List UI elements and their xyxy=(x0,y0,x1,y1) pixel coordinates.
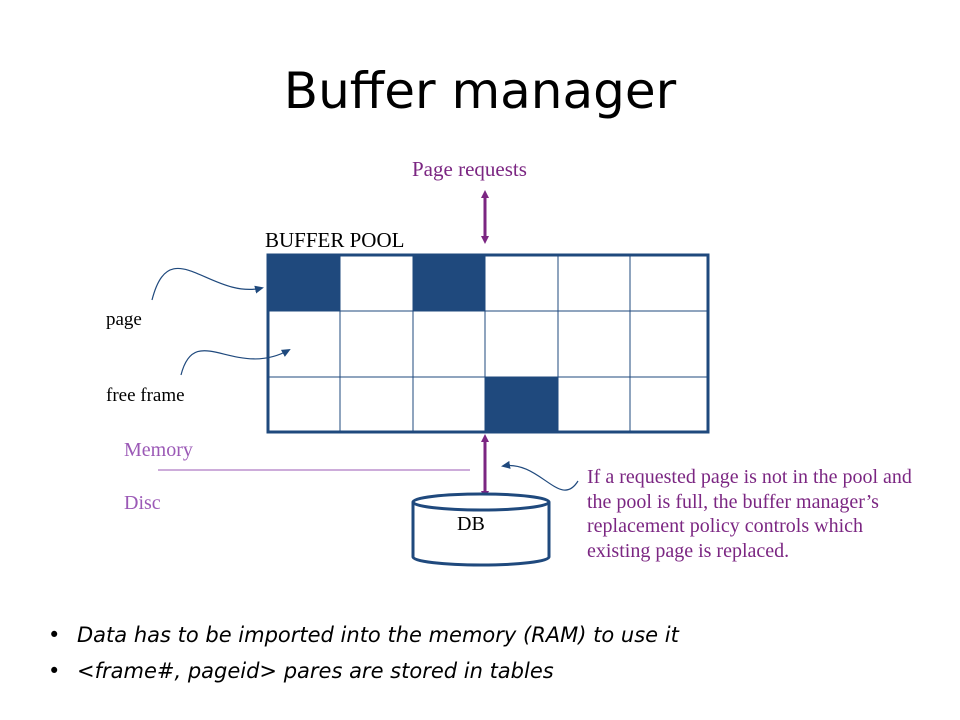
buffer-frame-free xyxy=(412,310,486,378)
buffer-pool-label: BUFFER POOL xyxy=(265,228,405,252)
buffer-frame-page xyxy=(484,376,559,433)
buffer-frame-free xyxy=(339,310,414,378)
buffer-frame-page xyxy=(267,254,341,312)
buffer-frame-free xyxy=(629,254,709,312)
bullet-dot: • xyxy=(48,659,61,683)
page-pointer-arrow xyxy=(151,267,264,301)
buffer-frame-free xyxy=(557,254,631,312)
note-pointer-arrow xyxy=(501,460,579,491)
buffer-frame-free xyxy=(484,310,559,378)
buffer-frame-free xyxy=(557,310,631,378)
free-frame-label: free frame xyxy=(106,385,185,406)
buffer-frame-free xyxy=(267,376,341,433)
disc-label: Disc xyxy=(124,492,161,514)
bullet-text: Data has to be imported into the memory … xyxy=(77,623,679,647)
buffer-pool-grid xyxy=(266,253,710,434)
page-label: page xyxy=(106,309,142,330)
page-requests-label: Page requests xyxy=(412,157,527,181)
buffer-frame-free xyxy=(267,310,341,378)
db-label: DB xyxy=(457,513,485,535)
replacement-policy-note: If a requested page is not in the pool a… xyxy=(587,466,912,562)
buffer-frame-free xyxy=(629,376,709,433)
bullet-list: • Data has to be imported into the memor… xyxy=(48,620,679,692)
buffer-frame-free xyxy=(339,254,414,312)
buffer-frame-free xyxy=(557,376,631,433)
bullet-item: • Data has to be imported into the memor… xyxy=(48,620,679,656)
bullet-text: <frame#, pageid> pares are stored in tab… xyxy=(77,659,554,683)
buffer-pool-border xyxy=(266,253,710,434)
slide-title: Buffer manager xyxy=(283,62,677,120)
database-cylinder xyxy=(411,492,551,567)
bullet-dot: • xyxy=(48,623,61,647)
bullet-item: • <frame#, pageid> pares are stored in t… xyxy=(48,656,679,692)
buffer-frame-free xyxy=(412,376,486,433)
buffer-frame-free xyxy=(484,254,559,312)
buffer-frame-free xyxy=(339,376,414,433)
buffer-frame-page xyxy=(412,254,486,312)
free-frame-pointer-arrow xyxy=(180,349,291,376)
memory-label: Memory xyxy=(124,439,193,461)
buffer-frame-free xyxy=(629,310,709,378)
